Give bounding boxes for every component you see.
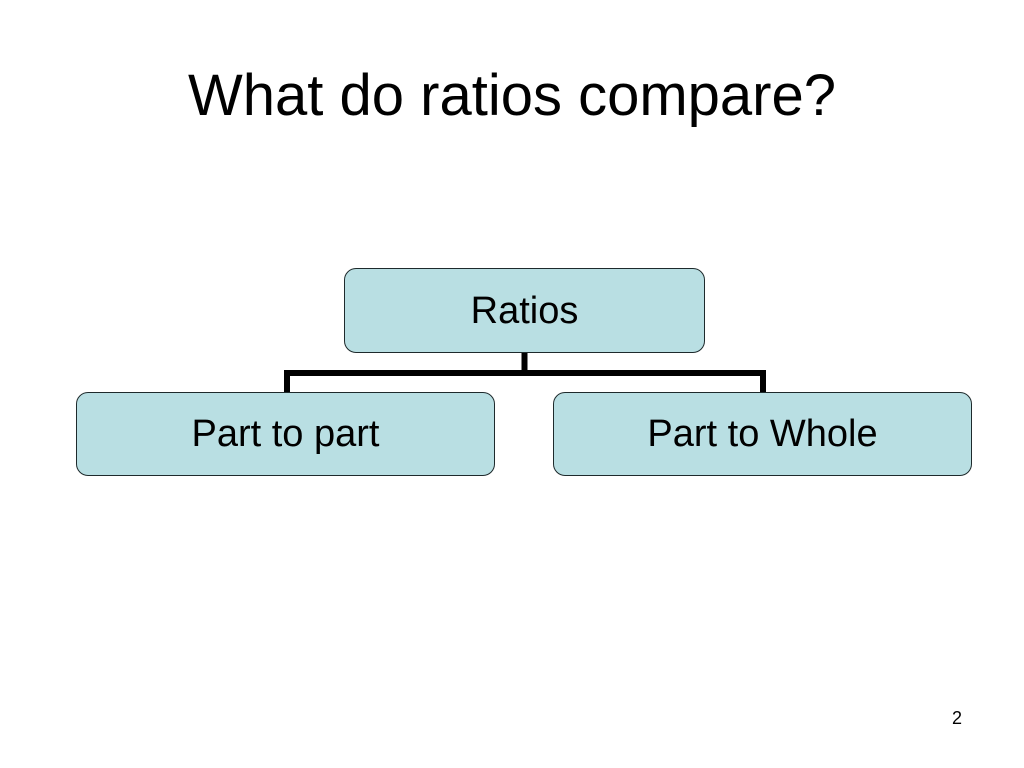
ratios-node: Ratios [344,268,705,353]
slide-title: What do ratios compare? [188,63,836,128]
part-to-whole-node-label: Part to Whole [647,413,878,455]
part-to-whole-node: Part to Whole [553,392,972,476]
part-to-part-node: Part to part [76,392,495,476]
part-to-part-node-label: Part to part [191,413,380,455]
page-number: 2 [951,708,962,728]
ratios-node-label: Ratios [470,289,579,332]
